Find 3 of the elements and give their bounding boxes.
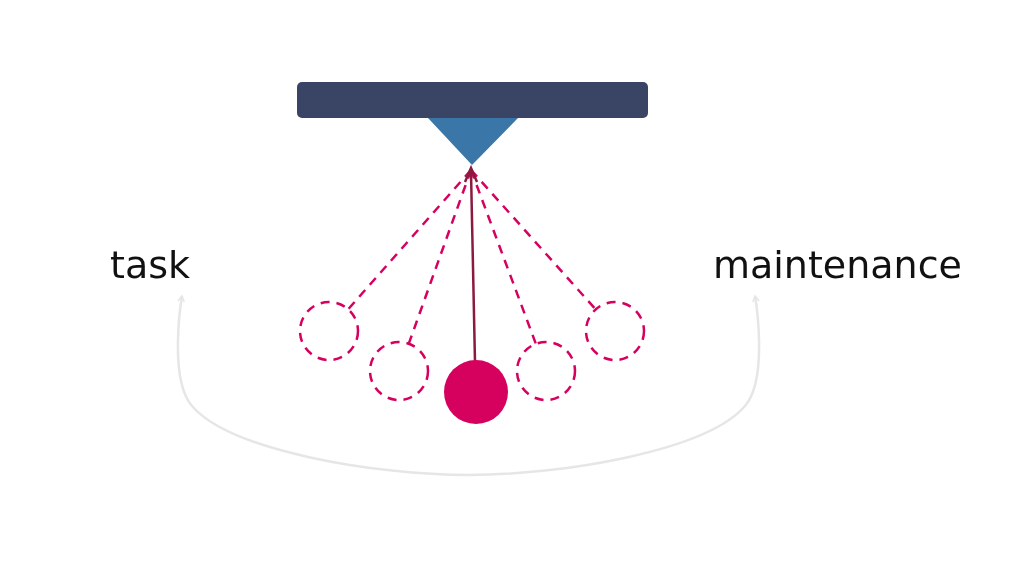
text-label: maintenance [713, 246, 962, 284]
curved-arrow [176, 295, 761, 477]
text-label: task [110, 246, 190, 284]
